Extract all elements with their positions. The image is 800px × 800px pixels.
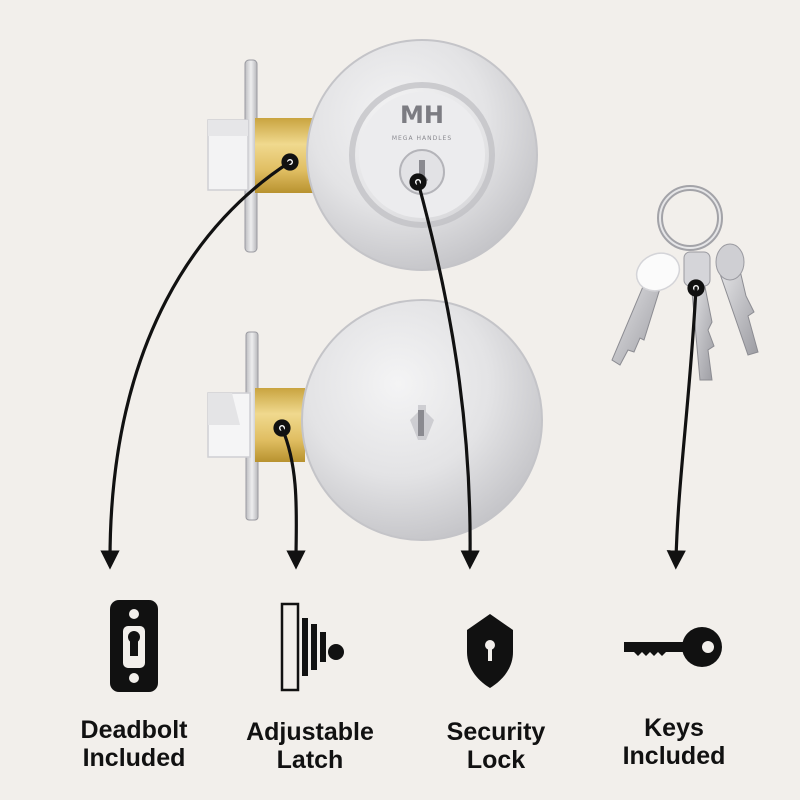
feature-label-line1: Deadbolt [80,716,188,744]
callout-keys [666,286,698,570]
callout-deadbolt [100,160,292,570]
feature-label-line1: Keys [644,714,704,742]
adjustable-latch-icon [280,602,344,692]
brand-monogram: MH [400,101,444,129]
brand-wordmark: MEGA HANDLES [392,135,452,142]
callout-lines [100,153,705,570]
feature-label-line2: Included [622,742,726,770]
deadbolt-plate-icon [110,600,158,692]
callout-latch [280,426,306,570]
deadbolt-exterior-assembly: MH MEGA HANDLES [207,39,538,271]
security-shield-icon [467,614,513,688]
feature-label-latch: Adjustable Latch [210,718,410,774]
feature-label-line2: Included [82,744,186,772]
feature-label-keys: Keys Included [574,714,774,770]
callout-security [416,180,480,570]
feature-label-line1: Adjustable [246,718,374,746]
feature-label-line1: Security [446,718,546,746]
feature-label-line2: Latch [276,746,344,774]
key-icon [624,627,722,667]
keys-bundle [611,185,759,381]
feature-label-deadbolt: Deadbolt Included [34,716,234,772]
feature-label-line2: Lock [466,746,526,774]
deadbolt-interior-assembly [207,299,543,541]
feature-label-security: Security Lock [396,718,596,774]
